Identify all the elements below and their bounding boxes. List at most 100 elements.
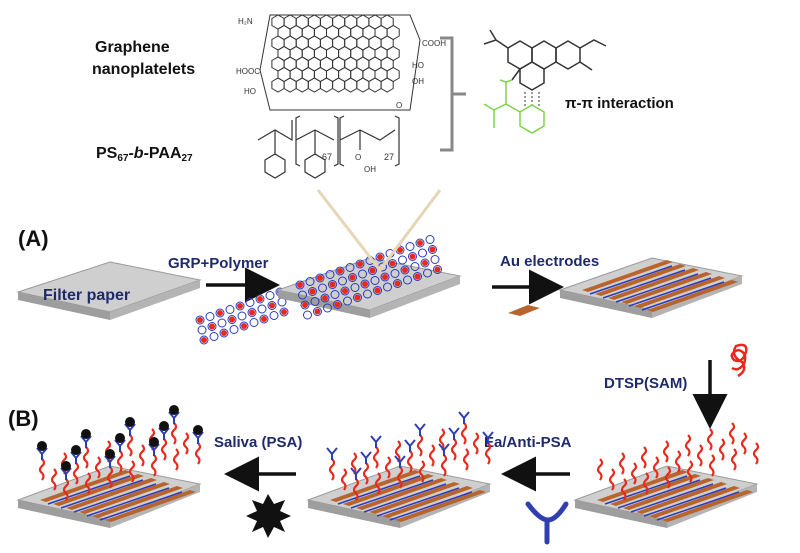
polymer-dot bbox=[209, 323, 215, 330]
antibody bbox=[60, 467, 72, 480]
graphene-line bbox=[73, 483, 157, 513]
electrode-strip bbox=[636, 482, 727, 514]
sam-coil bbox=[438, 428, 446, 451]
mesh-ring bbox=[227, 315, 237, 324]
antibody bbox=[350, 467, 362, 480]
sam-coil bbox=[740, 432, 748, 455]
sam-coil bbox=[472, 432, 480, 455]
antibody bbox=[360, 451, 372, 464]
sam-coil bbox=[462, 448, 470, 471]
ps-b-paa-structure bbox=[257, 115, 400, 179]
mesh-ring bbox=[225, 305, 235, 314]
polymer-dot bbox=[297, 282, 303, 288]
antibody bbox=[70, 451, 82, 464]
sam-coil bbox=[416, 434, 424, 457]
mesh-ring bbox=[360, 279, 370, 289]
hexagon bbox=[344, 77, 358, 93]
panel-b-label: (B) bbox=[8, 406, 39, 431]
chem-67: 67 bbox=[322, 152, 332, 162]
mesh-ring bbox=[373, 286, 382, 295]
antibody bbox=[104, 455, 116, 468]
mesh-ring bbox=[310, 297, 320, 306]
sam-coil bbox=[172, 448, 180, 471]
mesh-ring bbox=[318, 283, 327, 293]
sam-coil-icon bbox=[730, 343, 748, 378]
electrode-strip bbox=[382, 486, 473, 518]
chem-27: 27 bbox=[384, 152, 394, 162]
antigen bbox=[193, 425, 203, 435]
chem-h2n: H₂N bbox=[238, 17, 253, 26]
polymer-dot bbox=[221, 330, 227, 336]
polymer-dot bbox=[394, 280, 401, 287]
antigen bbox=[169, 405, 179, 415]
polymer-dot bbox=[249, 309, 255, 316]
electrode-strip bbox=[662, 490, 753, 522]
chem-o-acid: O bbox=[355, 153, 361, 162]
hexagon bbox=[356, 77, 370, 93]
hexagon bbox=[368, 77, 382, 93]
mesh-ring bbox=[323, 303, 332, 313]
mesh-ring bbox=[345, 263, 355, 272]
sam-coil bbox=[450, 438, 458, 461]
step5-label: Saliva (PSA) bbox=[214, 434, 302, 451]
polymer-dot bbox=[334, 301, 341, 308]
antigen bbox=[61, 461, 71, 471]
sam-coil bbox=[160, 438, 168, 461]
polymer-dot bbox=[342, 288, 348, 294]
graphene-line bbox=[630, 483, 714, 513]
mesh-ring bbox=[235, 301, 245, 311]
electrode-platform bbox=[558, 257, 744, 318]
mesh-ring bbox=[255, 294, 265, 304]
sam-coil bbox=[106, 466, 114, 489]
electrode-strip bbox=[595, 264, 686, 296]
mesh-ring bbox=[423, 268, 432, 278]
sam-coil bbox=[708, 454, 716, 477]
electrode-strip bbox=[356, 478, 447, 510]
polymer-dot bbox=[229, 316, 235, 323]
mesh-ring bbox=[380, 272, 390, 282]
mesh-ring bbox=[237, 311, 247, 321]
mesh-ring bbox=[428, 245, 437, 254]
mesh-ring bbox=[247, 308, 257, 317]
polymer-dot bbox=[302, 302, 308, 308]
antigen-bound-platform bbox=[16, 405, 204, 528]
mesh-ring bbox=[308, 287, 317, 296]
graphene-line bbox=[589, 265, 673, 295]
sam-coil bbox=[352, 478, 360, 501]
polymer-dot bbox=[417, 240, 423, 246]
graphene-line bbox=[628, 277, 712, 307]
mesh-ring bbox=[269, 311, 279, 320]
graphene-line bbox=[389, 491, 473, 521]
chem-cooh: COOH bbox=[422, 39, 446, 48]
polymer-dot bbox=[349, 274, 356, 281]
polymer-dot bbox=[369, 267, 376, 274]
mesh-ring bbox=[408, 252, 417, 261]
sam-coil bbox=[630, 462, 638, 485]
chem-oh-acid: OH bbox=[364, 165, 376, 174]
electrode-strip bbox=[582, 260, 673, 292]
sam-coil bbox=[396, 466, 404, 489]
mesh-ring bbox=[215, 308, 225, 318]
sam-platform bbox=[573, 422, 760, 528]
sam-coil bbox=[460, 422, 468, 445]
mesh-ring bbox=[355, 259, 365, 269]
pi-pi-interaction-label: π-π interaction bbox=[565, 95, 674, 112]
mesh-ring bbox=[330, 290, 340, 299]
polymer-dot bbox=[382, 274, 388, 280]
mesh-ring bbox=[298, 290, 307, 300]
mesh-ring bbox=[328, 280, 337, 289]
mesh-ring bbox=[305, 277, 315, 286]
mesh-ring bbox=[333, 300, 342, 309]
sam-coil bbox=[126, 434, 134, 457]
electrode-strip bbox=[105, 490, 196, 522]
mesh-ring bbox=[259, 314, 269, 324]
sam-coil bbox=[618, 452, 626, 475]
electrode-strip bbox=[610, 474, 701, 506]
mesh-ring bbox=[303, 310, 312, 320]
sam-coil bbox=[384, 456, 392, 479]
sam-coil bbox=[686, 460, 694, 483]
electrode-strip bbox=[634, 276, 725, 308]
antibody bbox=[448, 427, 460, 440]
polymer-dot bbox=[409, 253, 416, 260]
